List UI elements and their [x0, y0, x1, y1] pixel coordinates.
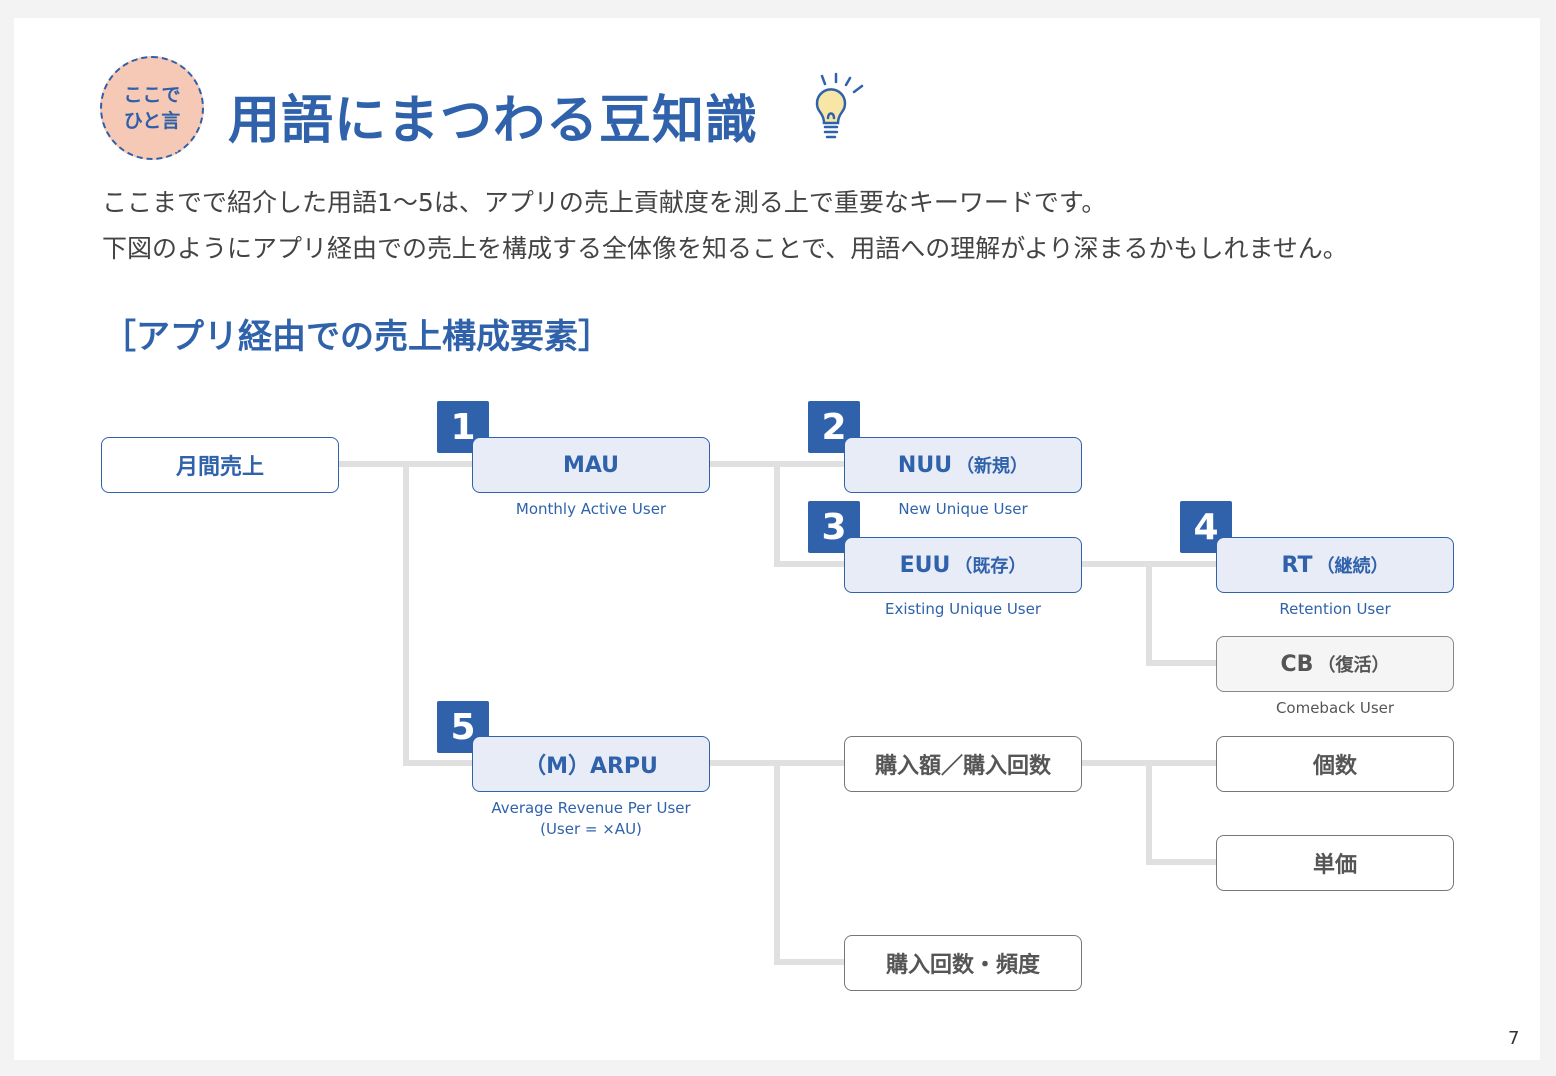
node-monthly-sales: 月間売上	[101, 437, 339, 493]
node-mau-label: MAU	[562, 452, 620, 478]
node-mau: MAU	[472, 437, 710, 493]
node-purchase-frequency: 購入回数・頻度	[844, 935, 1082, 991]
node-mau-caption: Monthly Active User	[515, 500, 667, 518]
node-unit-price: 単価	[1216, 835, 1454, 891]
page-number: 7	[1508, 1028, 1520, 1049]
lightbulb-icon	[815, 72, 864, 139]
node-purchase-amount-label: 購入額／購入回数	[874, 754, 1051, 779]
connector-sales-arpu	[403, 464, 472, 766]
number-badge-1: 1	[437, 401, 489, 453]
node-rt-caption: Retention User	[1279, 600, 1391, 618]
node-monthly-sales-label: 月間売上	[175, 455, 264, 480]
node-purchase-amount: 購入額／購入回数	[844, 736, 1082, 792]
node-arpu-caption: Average Revenue Per User (User = ×AU)	[441, 798, 741, 840]
section-title: ［アプリ経由での売上構成要素］	[102, 317, 612, 357]
node-cb-caption: Comeback User	[1275, 699, 1395, 717]
connector-arpu-frequency	[774, 763, 844, 965]
connector-mau-euu	[774, 464, 844, 567]
node-arpu: （M）ARPU	[472, 736, 710, 792]
node-arpu-label: （M）ARPU	[524, 754, 658, 779]
node-arpu-caption-line1: Average Revenue Per User	[491, 799, 691, 817]
intro-line2: 下図のようにアプリ経由での売上を構成する全体像を知ることで、用語への理解がより深…	[102, 234, 1348, 263]
connector-euu-cb	[1146, 564, 1216, 666]
intro-line1: ここまでで紹介した用語1〜5は、アプリの売上貢献度を測る上で重要なキーワードです…	[102, 188, 1107, 217]
node-count-label: 個数	[1312, 754, 1357, 779]
node-rt-label: RT	[1281, 552, 1313, 578]
intro-text: ここまでで紹介した用語1〜5は、アプリの売上貢献度を測る上で重要なキーワードです…	[102, 180, 1348, 272]
connector-amount-price	[1146, 763, 1216, 865]
badge-line1: ここで	[123, 84, 181, 106]
node-rt-sub: （継続）	[1316, 556, 1389, 577]
node-count: 個数	[1216, 736, 1454, 792]
node-nuu-label: NUU	[897, 452, 953, 478]
hitokoto-badge: ここで ひと言	[100, 56, 204, 160]
node-cb-label: CB	[1280, 651, 1314, 677]
node-nuu: NUU （新規）	[844, 437, 1082, 493]
node-cb: CB （復活）	[1216, 636, 1454, 692]
node-nuu-caption: New Unique User	[898, 500, 1028, 518]
node-unit-price-label: 単価	[1312, 853, 1357, 878]
node-euu: EUU （既存）	[844, 537, 1082, 593]
node-cb-sub: （復活）	[1317, 655, 1390, 676]
node-rt: RT （継続）	[1216, 537, 1454, 593]
node-purchase-frequency-label: 購入回数・頻度	[885, 953, 1040, 978]
page-title: 用語にまつわる豆知識	[228, 91, 759, 151]
node-euu-sub: （既存）	[954, 556, 1027, 577]
node-arpu-caption-line2: (User = ×AU)	[540, 820, 642, 838]
node-euu-caption: Existing Unique User	[884, 600, 1042, 618]
number-badge-4: 4	[1180, 501, 1232, 553]
node-nuu-sub: （新規）	[956, 456, 1029, 477]
badge-line2: ひと言	[123, 110, 181, 132]
node-euu-label: EUU	[899, 552, 951, 578]
